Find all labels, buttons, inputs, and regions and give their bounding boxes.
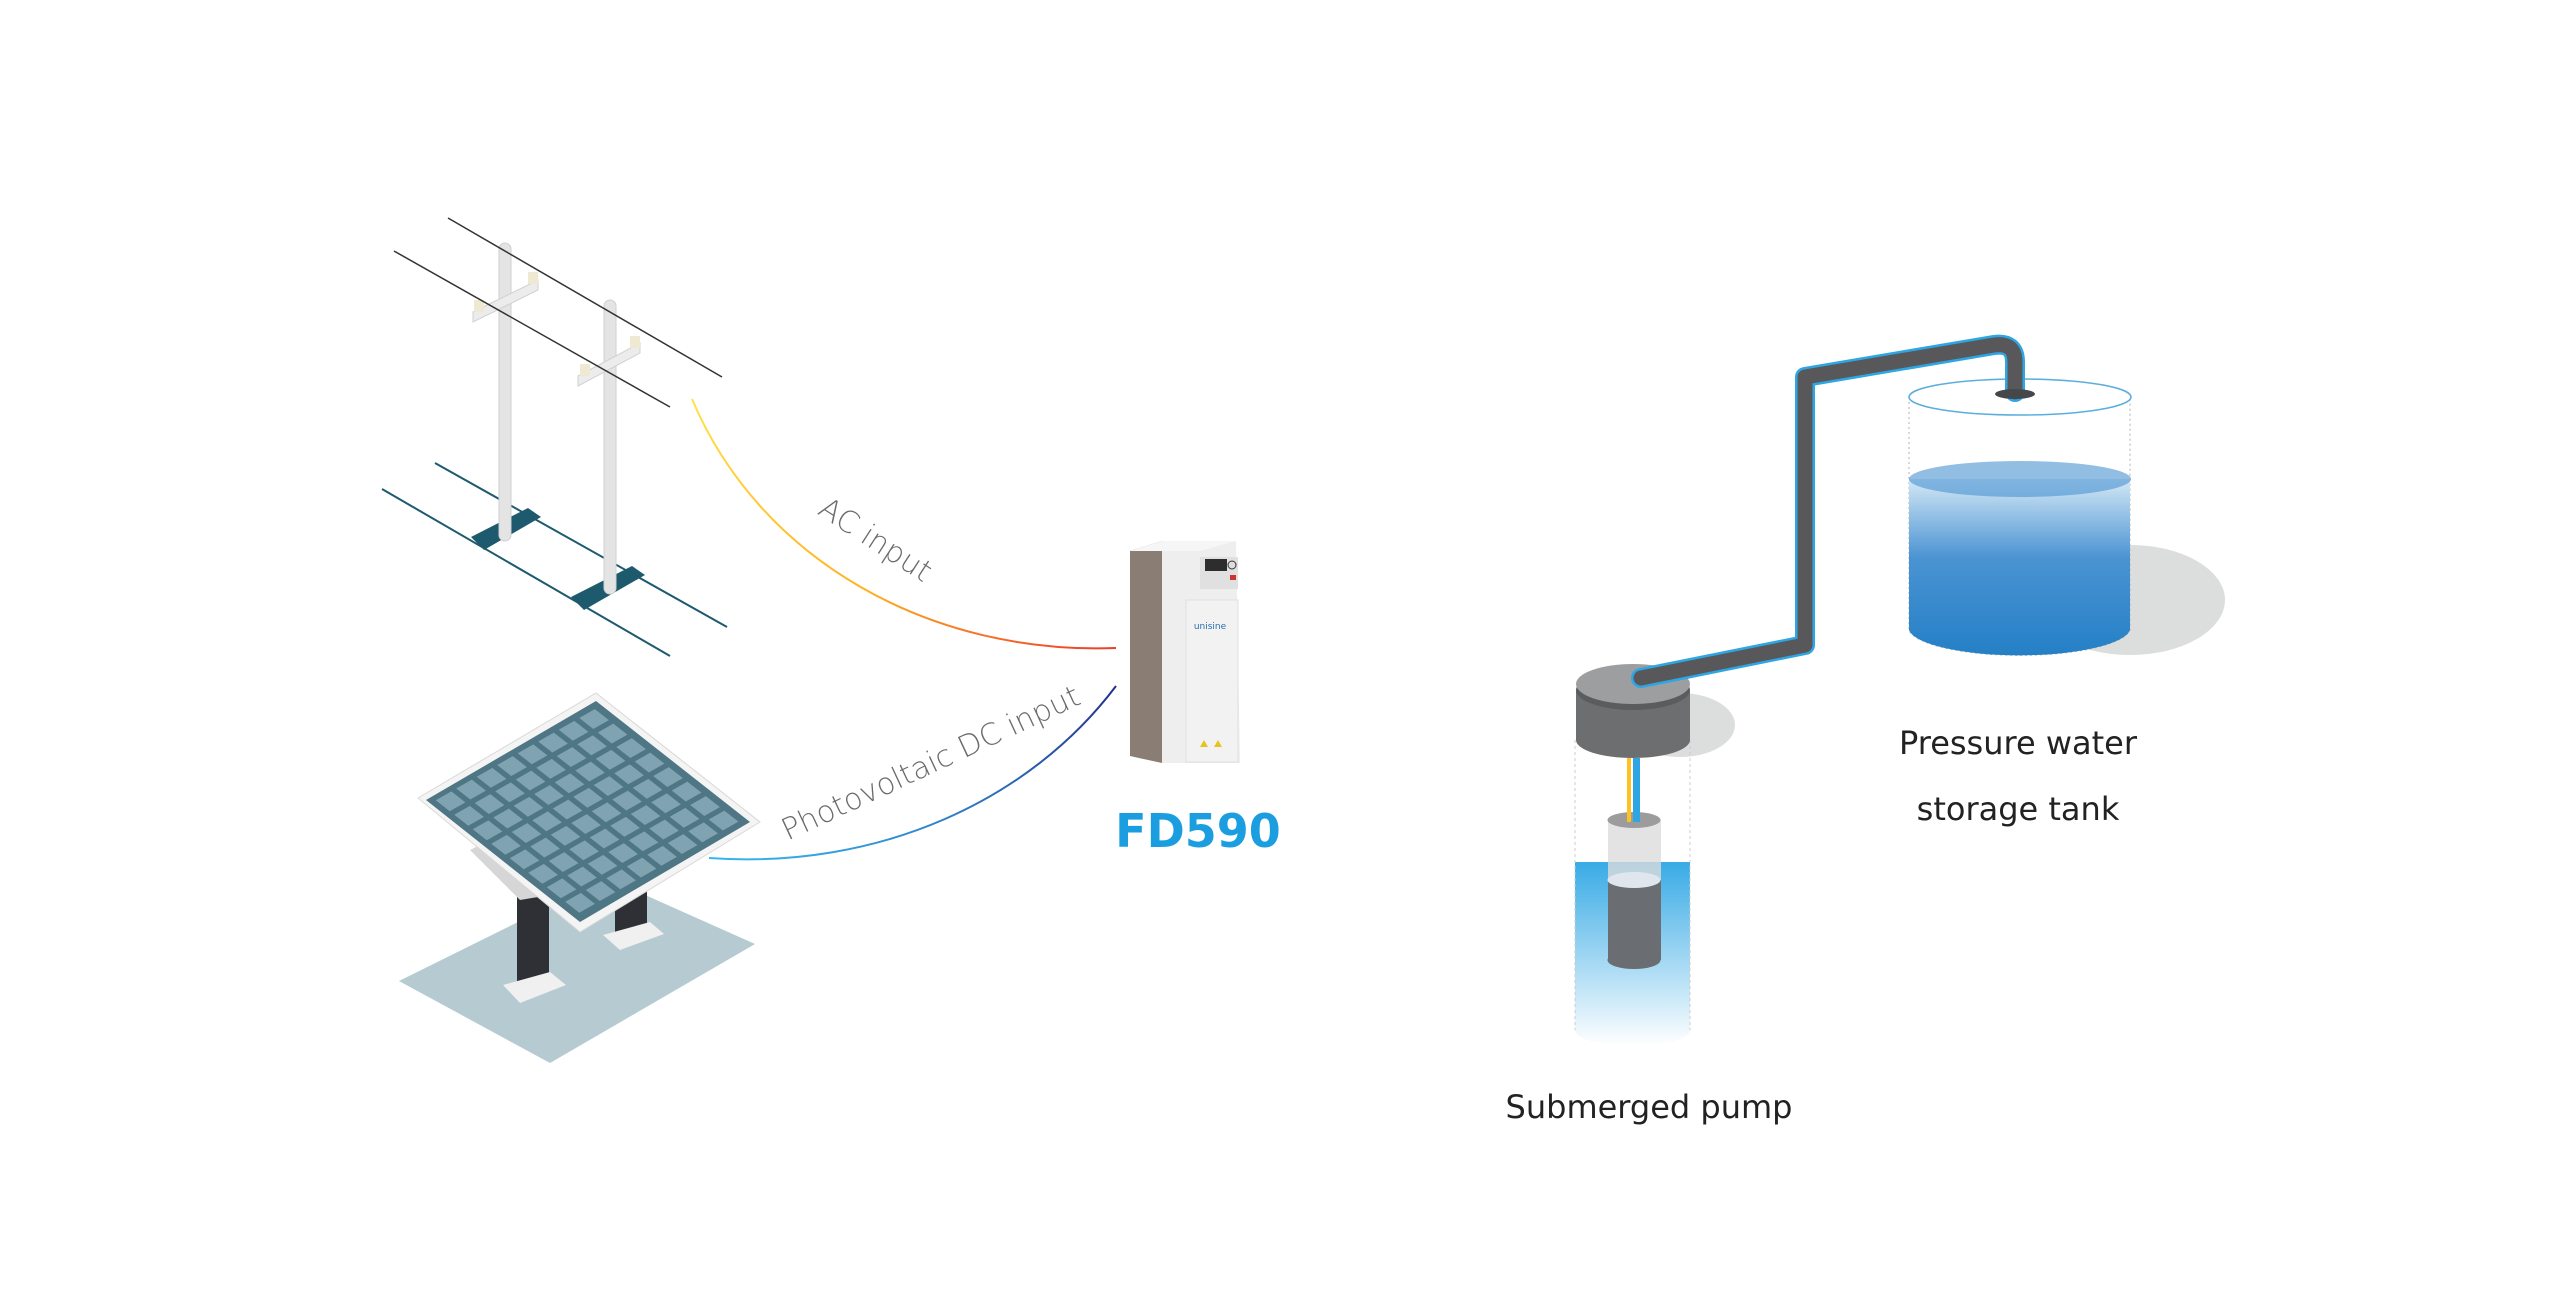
solar-cell xyxy=(688,822,718,843)
solar-cell xyxy=(571,814,601,835)
solar-cell xyxy=(616,738,646,759)
solar-cell xyxy=(612,790,642,811)
tank-label-line2: storage tank xyxy=(1917,790,2120,828)
solar-cell xyxy=(530,837,560,858)
solar-cell xyxy=(491,834,521,855)
solar-cell xyxy=(634,752,665,773)
solar-cell xyxy=(671,781,702,802)
solar-cell xyxy=(597,723,628,744)
pv-input-cable xyxy=(708,685,1117,861)
ac-input-cable xyxy=(691,398,1117,650)
solar-cell xyxy=(513,796,544,817)
solar-cell xyxy=(651,793,681,814)
solar-panel-illustration xyxy=(399,692,761,1063)
solar-cell xyxy=(565,892,595,913)
solar-cell xyxy=(454,805,484,826)
solar-cell xyxy=(567,866,597,887)
solar-cell xyxy=(472,820,503,841)
solar-cell xyxy=(556,747,587,768)
power-line-illustration xyxy=(381,217,728,657)
solar-cell xyxy=(550,825,581,846)
solar-cell xyxy=(538,732,568,753)
solar-cell xyxy=(509,849,540,870)
solar-cell xyxy=(669,807,700,828)
solar-cell xyxy=(649,819,679,840)
solar-cell xyxy=(608,843,638,864)
solar-cell xyxy=(577,735,607,756)
solar-cell xyxy=(511,823,542,844)
solar-cell xyxy=(575,761,605,782)
solar-cell xyxy=(552,799,583,820)
solar-cell xyxy=(606,869,636,890)
solar-cell xyxy=(573,787,603,808)
solar-cell xyxy=(558,720,589,741)
solar-cell xyxy=(528,863,558,884)
solar-cell xyxy=(536,758,566,779)
solar-cell xyxy=(534,785,564,806)
solar-cell xyxy=(532,811,562,832)
solar-cell xyxy=(546,878,577,899)
solar-cell xyxy=(690,796,720,817)
pressure-water-tank xyxy=(1908,378,2225,656)
solar-cell xyxy=(548,852,579,873)
solar-cell xyxy=(610,816,640,837)
solar-cell xyxy=(493,808,523,829)
solar-cell xyxy=(517,744,548,765)
solar-cell xyxy=(593,776,624,797)
solar-cell xyxy=(630,805,661,826)
solar-cell xyxy=(591,802,622,823)
solar-cell xyxy=(579,709,609,730)
solar-cell xyxy=(495,782,525,803)
solar-cell xyxy=(653,767,683,788)
solar-cell xyxy=(474,794,505,815)
solar-cell xyxy=(435,791,466,812)
solar-cell xyxy=(587,854,618,875)
solar-cell xyxy=(667,834,698,855)
solar-cell xyxy=(585,881,616,902)
tank-inlet xyxy=(1995,389,2035,399)
solar-cell xyxy=(589,828,620,849)
tank-label-line1: Pressure water xyxy=(1899,724,2138,762)
solar-cell xyxy=(569,840,599,861)
solar-cell xyxy=(647,845,677,866)
ac-input-label: AC input xyxy=(812,491,938,590)
submerged-pump xyxy=(1574,664,1735,1047)
solar-cell xyxy=(476,767,507,788)
solar-cells xyxy=(435,709,739,913)
pump-label: Submerged pump xyxy=(1506,1088,1793,1126)
inverter-fd590: unisine xyxy=(1130,541,1240,763)
solar-cell xyxy=(515,770,546,791)
brand-logo: unisine xyxy=(1194,622,1227,632)
solar-cell xyxy=(497,756,527,777)
solar-cell xyxy=(595,749,626,770)
solar-cell xyxy=(632,778,663,799)
solar-cell xyxy=(708,810,739,831)
solar-cell xyxy=(626,857,657,878)
solar-cell xyxy=(614,764,644,785)
model-label: FD590 xyxy=(1115,804,1281,858)
solar-cell xyxy=(456,779,486,800)
solar-cell xyxy=(554,773,585,794)
solar-cell xyxy=(628,831,659,852)
